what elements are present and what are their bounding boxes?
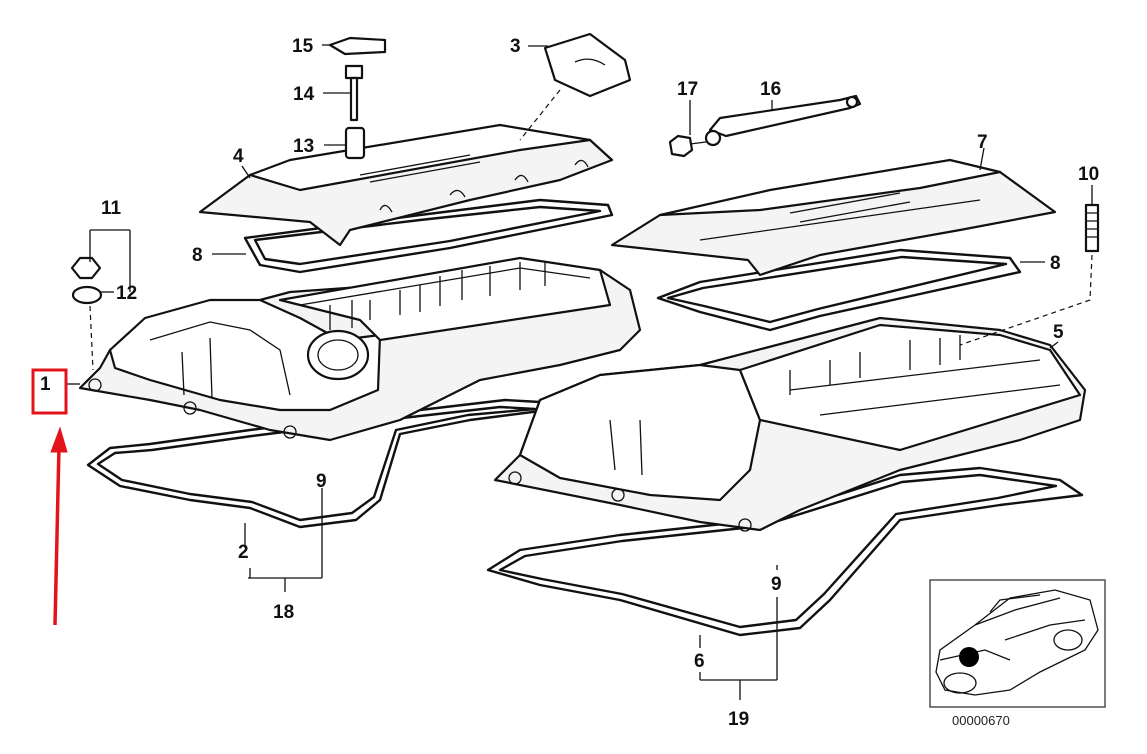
nut-11 — [70, 256, 102, 280]
callout-labels: 1 2 3 4 5 6 7 8 8 9 9 10 11 12 13 14 15 … — [40, 36, 1099, 730]
callout-1: 1 — [40, 374, 51, 395]
valve-cover-5 — [493, 254, 1093, 532]
callout-3: 3 — [510, 36, 521, 57]
callout-2: 2 — [238, 542, 249, 563]
stud-row-left — [329, 262, 546, 330]
oil-filler-cap-3 — [519, 32, 632, 141]
callout-6: 6 — [694, 651, 705, 672]
clip-15 — [328, 36, 387, 56]
location-marker-icon — [959, 647, 979, 667]
callout-8-left: 8 — [192, 245, 203, 266]
callout-11: 11 — [101, 198, 122, 219]
inset-frame — [929, 579, 1106, 708]
gasket-8-right — [656, 248, 1022, 332]
sleeve-13 — [344, 126, 366, 160]
callout-4: 4 — [233, 146, 244, 167]
callout-15: 15 — [292, 36, 314, 57]
vehicle-inset: 00000670 — [929, 579, 1106, 728]
gasket-2 — [86, 398, 550, 529]
callout-19: 19 — [728, 709, 749, 730]
callout-9-left: 9 — [316, 471, 327, 492]
bolt-14 — [344, 64, 364, 122]
callout-12: 12 — [116, 283, 137, 304]
callout-9-right: 9 — [771, 574, 782, 595]
callout-10: 10 — [1078, 164, 1099, 185]
highlight-arrow — [50, 426, 68, 626]
bracket-16 — [704, 94, 862, 147]
callout-18: 18 — [273, 602, 294, 623]
callout-5: 5 — [1053, 322, 1064, 343]
engine-cover-7 — [610, 158, 1057, 277]
valve-cover-1 — [78, 256, 642, 442]
callout-7: 7 — [977, 132, 988, 153]
gasket-8-left — [243, 198, 614, 274]
callout-16: 16 — [760, 79, 781, 100]
highlight-marker — [31, 368, 68, 626]
callout-14: 14 — [293, 84, 315, 105]
callout-8-right: 8 — [1050, 253, 1061, 274]
highlight-box — [31, 368, 68, 415]
bolt-17 — [668, 134, 707, 158]
callout-17: 17 — [677, 79, 698, 100]
stud-10 — [1084, 203, 1100, 253]
grommet-12 — [71, 285, 103, 371]
engine-cover-4 — [198, 123, 614, 247]
leader-lines — [66, 44, 1093, 700]
car-silhouette-icon — [935, 589, 1099, 696]
diagram-id: 00000670 — [952, 713, 1010, 728]
gasket-6 — [486, 466, 1084, 637]
stud-row-right — [789, 335, 961, 395]
callout-13: 13 — [293, 136, 314, 157]
